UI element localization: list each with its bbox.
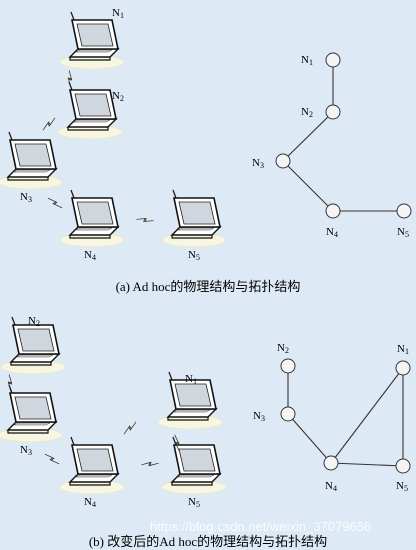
laptop-icon xyxy=(161,189,227,248)
node-label-topology: N5 xyxy=(396,480,408,493)
diagram-a-topology: N1 N2 N3 N4 N5 xyxy=(252,52,412,239)
node-label-topology: N2 xyxy=(301,106,313,119)
topology-node xyxy=(395,458,411,474)
topology-edge xyxy=(282,160,334,212)
wireless-bolt-icon xyxy=(141,455,159,473)
node-label-physical: N2 xyxy=(28,315,40,328)
node-label-physical: N3 xyxy=(20,191,32,204)
diagram-a-physical: N1 N2 N3 N4 N5 xyxy=(0,7,227,262)
topology-node xyxy=(395,360,411,376)
laptop-icon xyxy=(161,436,227,495)
topology-edge xyxy=(330,367,404,464)
node-label-topology: N4 xyxy=(326,226,338,239)
wireless-bolt-icon xyxy=(121,421,139,435)
laptop-icon xyxy=(59,189,125,248)
node-label-topology: N4 xyxy=(325,480,337,493)
caption-a: (a) Ad hoc的物理结构与拓扑结构 xyxy=(115,279,301,294)
node-label-topology: N2 xyxy=(277,342,289,355)
node-label-physical: N1 xyxy=(112,7,124,20)
diagram-b-physical: N2 N3 N1 N4 N5 xyxy=(0,315,227,509)
caption-b: (b) 改变后的Ad hoc的物理结构与拓扑结构 xyxy=(88,534,328,549)
topology-edge xyxy=(282,111,334,162)
node-label-physical: N1 xyxy=(185,373,197,386)
laptop-icon xyxy=(0,384,63,443)
node-label-physical: N4 xyxy=(84,496,96,509)
topology-node xyxy=(323,455,339,471)
topology-node xyxy=(280,358,296,374)
topology-node xyxy=(325,203,341,219)
laptop-icon xyxy=(0,131,63,190)
topology-node xyxy=(325,104,341,120)
wireless-bolt-icon xyxy=(61,70,79,88)
node-label-physical: N3 xyxy=(20,444,32,457)
node-label-physical: N4 xyxy=(84,249,96,262)
wireless-bolt-icon xyxy=(136,211,154,229)
node-label-physical: N2 xyxy=(112,90,124,103)
node-label-topology: N3 xyxy=(253,410,265,423)
wireless-bolt-icon xyxy=(44,450,60,468)
node-label-physical: N5 xyxy=(188,249,200,262)
wireless-bolt-icon xyxy=(1,374,19,392)
laptop-icon xyxy=(59,11,125,70)
node-label-topology: N3 xyxy=(252,157,264,170)
topology-node xyxy=(280,406,296,422)
node-label-topology: N5 xyxy=(397,226,409,239)
node-label-topology: N1 xyxy=(301,54,313,67)
topology-node xyxy=(325,52,341,68)
wireless-bolt-icon xyxy=(40,117,58,131)
node-label-topology: N1 xyxy=(397,343,409,356)
watermark: https://blog.csdn.net/weixin_37079656 xyxy=(150,519,372,534)
topology-node xyxy=(396,203,412,219)
topology-edge xyxy=(330,462,404,467)
laptop-icon xyxy=(59,436,125,495)
node-label-physical: N5 xyxy=(188,496,200,509)
diagram-b-topology: N2 N1 N3 N4 N5 xyxy=(253,342,411,493)
topology-node xyxy=(275,153,291,169)
topology-edge xyxy=(287,413,332,464)
wireless-bolt-icon xyxy=(47,194,63,212)
